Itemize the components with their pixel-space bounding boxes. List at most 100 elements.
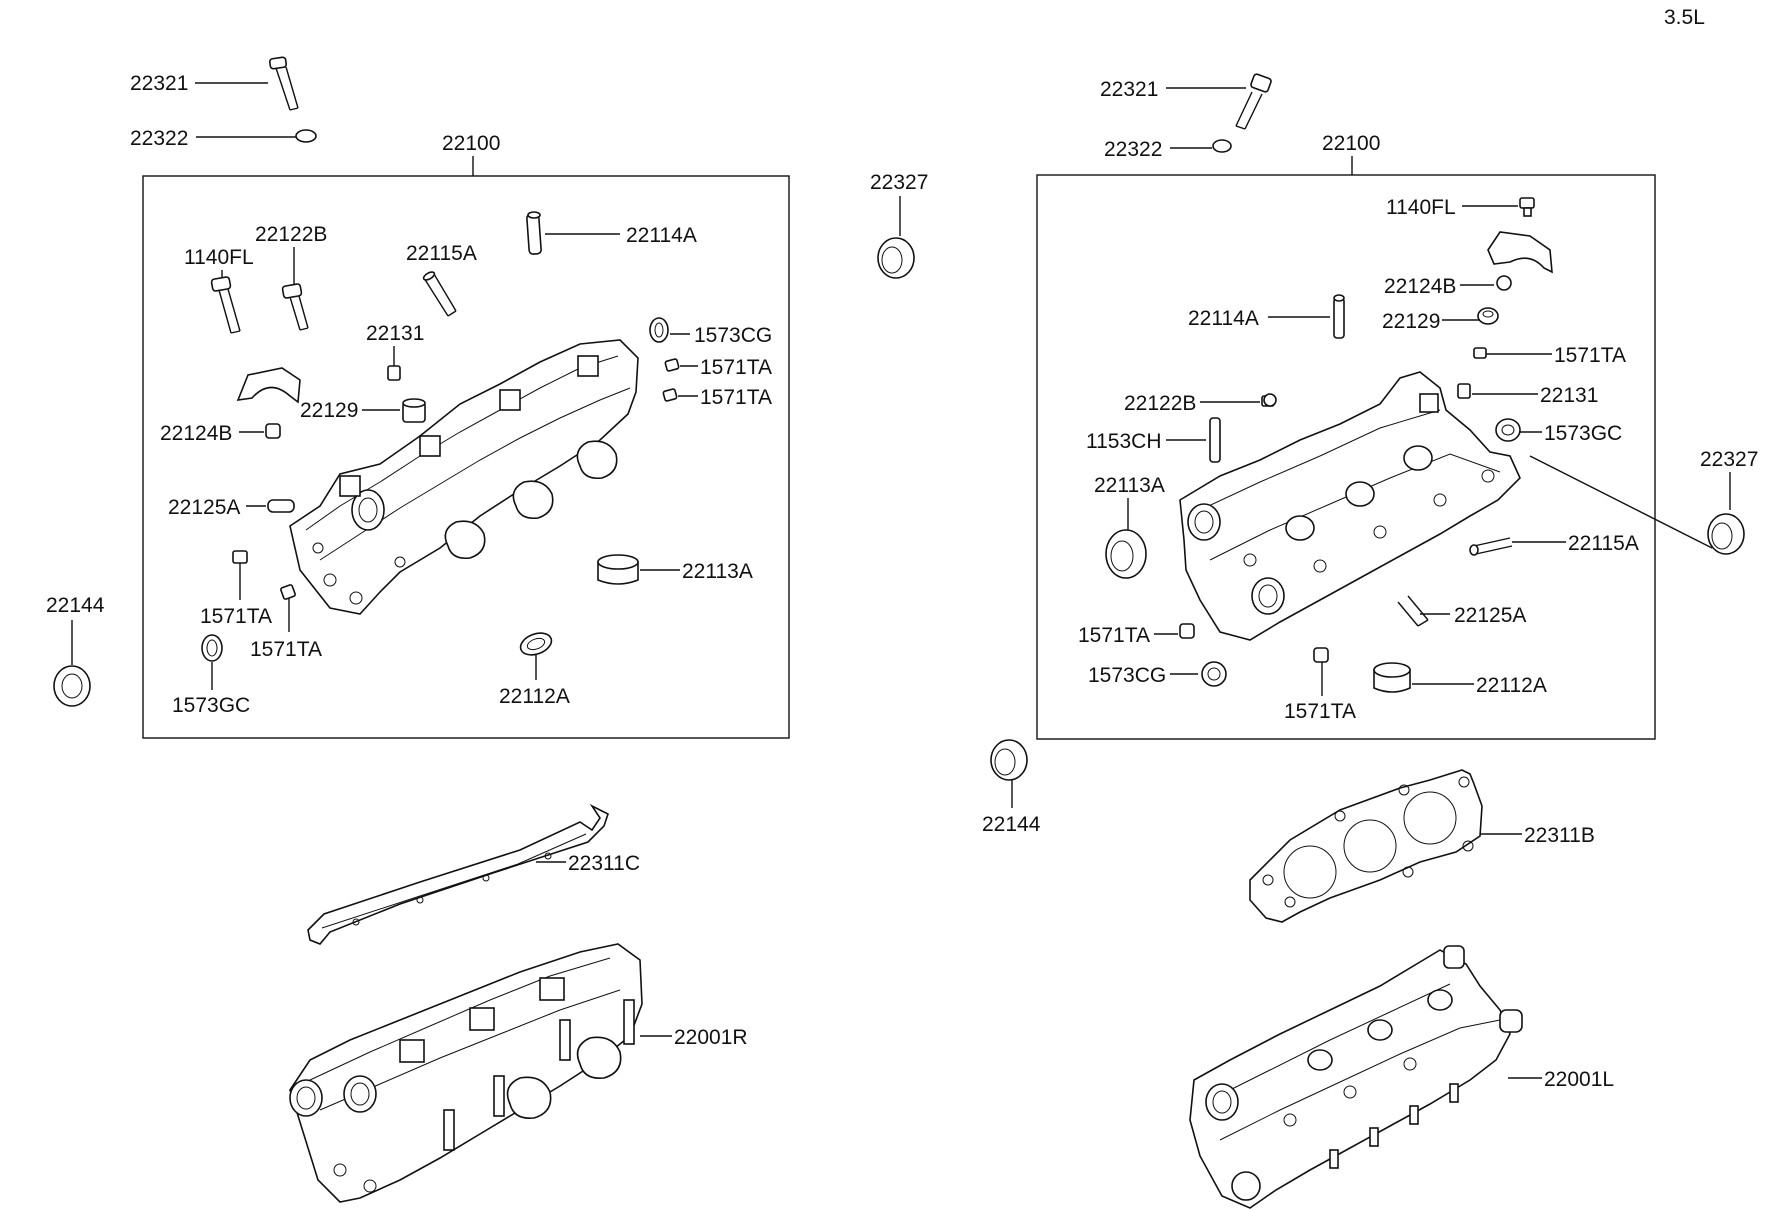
right-plug-ta-3-label: 1571TA [1284, 700, 1356, 723]
left-cap-dowel-part [265, 423, 281, 439]
left-washer-label: 22322 [130, 127, 188, 150]
left-dowel-label: 22125A [168, 496, 240, 519]
left-seal-113a-part [597, 554, 639, 585]
left-bolt-label: 22321 [130, 72, 188, 95]
left-cap-label: 22124B [160, 422, 232, 445]
right-plug-ta-2-label: 1571TA [1078, 624, 1150, 647]
center-seal-top-part [877, 237, 915, 279]
left-bolt-b-part [281, 283, 309, 331]
left-dowel-part [267, 499, 295, 513]
left-plug-ta-1-label: 1571TA [700, 356, 772, 379]
left-bolt-b-label: 22122B [255, 223, 327, 246]
right-seal-part [1707, 513, 1745, 555]
left-guide-label: 22114A [626, 224, 697, 247]
right-cylinder-head-part [1179, 371, 1521, 641]
engine-label: 3.5L [1664, 6, 1705, 29]
left-gasket-label: 22311C [568, 852, 640, 875]
right-dowel-label: 22125A [1454, 604, 1526, 627]
left-head-assembly-label: 22001R [674, 1026, 748, 1049]
right-bolt-b-label: 22122B [1124, 392, 1196, 415]
left-head-gasket-part [307, 803, 609, 945]
left-bank-group: 22321 22322 22100 22114A 22122B 22115A [46, 56, 790, 1203]
right-pin-ch-part [1209, 417, 1221, 463]
right-head-gasket-part [1249, 769, 1483, 923]
left-assembly-box [142, 175, 790, 739]
left-bolt-fl-part [210, 276, 241, 334]
right-plug-ta-2-part [1179, 623, 1195, 639]
right-seal-113a-label: 22113A [1094, 474, 1165, 497]
right-bolt-fl-label: 1140FL [1386, 196, 1456, 219]
left-plug-129-label: 22129 [300, 399, 358, 422]
left-valve-guide-part [526, 211, 542, 255]
right-plug-ta-1-part [1473, 347, 1487, 359]
left-plug-gc-part [201, 634, 223, 662]
right-cap-dowel-part [1496, 275, 1512, 291]
center-seal-top-label: 22327 [870, 171, 928, 194]
left-seal-112a-part [519, 632, 553, 656]
right-plug-129-label: 22129 [1382, 310, 1440, 333]
right-bolt-b-part [1261, 393, 1277, 407]
left-plug-ta-1-part [664, 358, 680, 372]
left-cylinder-head-part [289, 339, 639, 615]
right-head-assembly-label: 22001L [1544, 1068, 1614, 1091]
center-seal-bottom-part [990, 739, 1028, 781]
center-group: 22327 22144 [870, 171, 1041, 836]
left-seal-112a-label: 22112A [499, 685, 570, 708]
right-guide-label: 22114A [1188, 307, 1259, 330]
right-dowel-part [1397, 595, 1429, 627]
left-bolt-fl-label: 1140FL [184, 246, 254, 269]
right-assembly-number: 22100 [1322, 132, 1380, 155]
right-valve-guide-part [1333, 294, 1345, 339]
left-pin-label: 22115A [406, 242, 477, 265]
right-seal-112a-label: 22112A [1476, 674, 1547, 697]
left-plug-ta-3-part [232, 550, 248, 564]
right-head-assembly-part [1189, 945, 1523, 1209]
right-bank-group: 22321 22322 22100 1140FL 22124B [1036, 73, 1758, 1209]
right-bolt-fl-part [1519, 197, 1535, 217]
left-seal-part [53, 665, 91, 707]
left-plug-ta-2-label: 1571TA [700, 386, 772, 409]
right-plug-ta-3-part [1313, 647, 1329, 663]
right-bearing-cap-part [1487, 231, 1553, 274]
center-seal-bottom-label: 22144 [982, 813, 1041, 836]
right-gasket-label: 22311B [1524, 824, 1595, 847]
left-plug-gc-label: 1573GC [172, 694, 250, 717]
right-plug-ta-1-label: 1571TA [1554, 344, 1626, 367]
right-seal-112a-part [1373, 662, 1411, 693]
left-pin-part [422, 271, 457, 317]
left-bearing-cap-part [236, 367, 301, 404]
left-seal-113a-label: 22113A [682, 560, 753, 583]
left-plug-ta-2-part [662, 388, 678, 402]
right-pin-a-part [1469, 537, 1513, 556]
right-assembly-box [1036, 174, 1656, 740]
left-plug-129-part [402, 398, 426, 423]
right-pin-a-label: 22115A [1568, 532, 1639, 555]
right-plug-129-part [1477, 307, 1499, 325]
left-head-bolt-part [268, 56, 299, 111]
left-washer-part [295, 129, 317, 143]
left-plug-ta-4-label: 1571TA [250, 638, 322, 661]
right-seal-label: 22327 [1700, 448, 1758, 471]
left-seal-label: 22144 [46, 594, 105, 617]
right-bolt-label: 22321 [1100, 78, 1158, 101]
left-plug-ta-3-label: 1571TA [200, 605, 272, 628]
right-pin-ch-label: 1153CH [1086, 430, 1162, 453]
right-washer-label: 22322 [1104, 138, 1162, 161]
right-seal-113a-part [1105, 529, 1147, 579]
left-plug-131-label: 22131 [366, 322, 424, 345]
left-plug-cg-label: 1573CG [694, 324, 772, 347]
left-plug-131-part [387, 365, 401, 381]
right-plug-131-label: 22131 [1540, 384, 1598, 407]
right-plug-gc-label: 1573GC [1544, 422, 1622, 445]
left-plug-cg-part [649, 317, 669, 343]
right-plug-cg-label: 1573CG [1088, 664, 1166, 687]
left-assembly-number: 22100 [442, 132, 500, 155]
right-head-bolt-part [1235, 73, 1272, 130]
left-head-assembly-part [289, 943, 643, 1203]
right-plug-131-part [1457, 383, 1471, 399]
left-plug-ta-4-part [280, 584, 296, 600]
right-plug-cg-part [1201, 661, 1227, 687]
right-cap-label: 22124B [1384, 275, 1456, 298]
right-washer-part [1212, 139, 1232, 153]
